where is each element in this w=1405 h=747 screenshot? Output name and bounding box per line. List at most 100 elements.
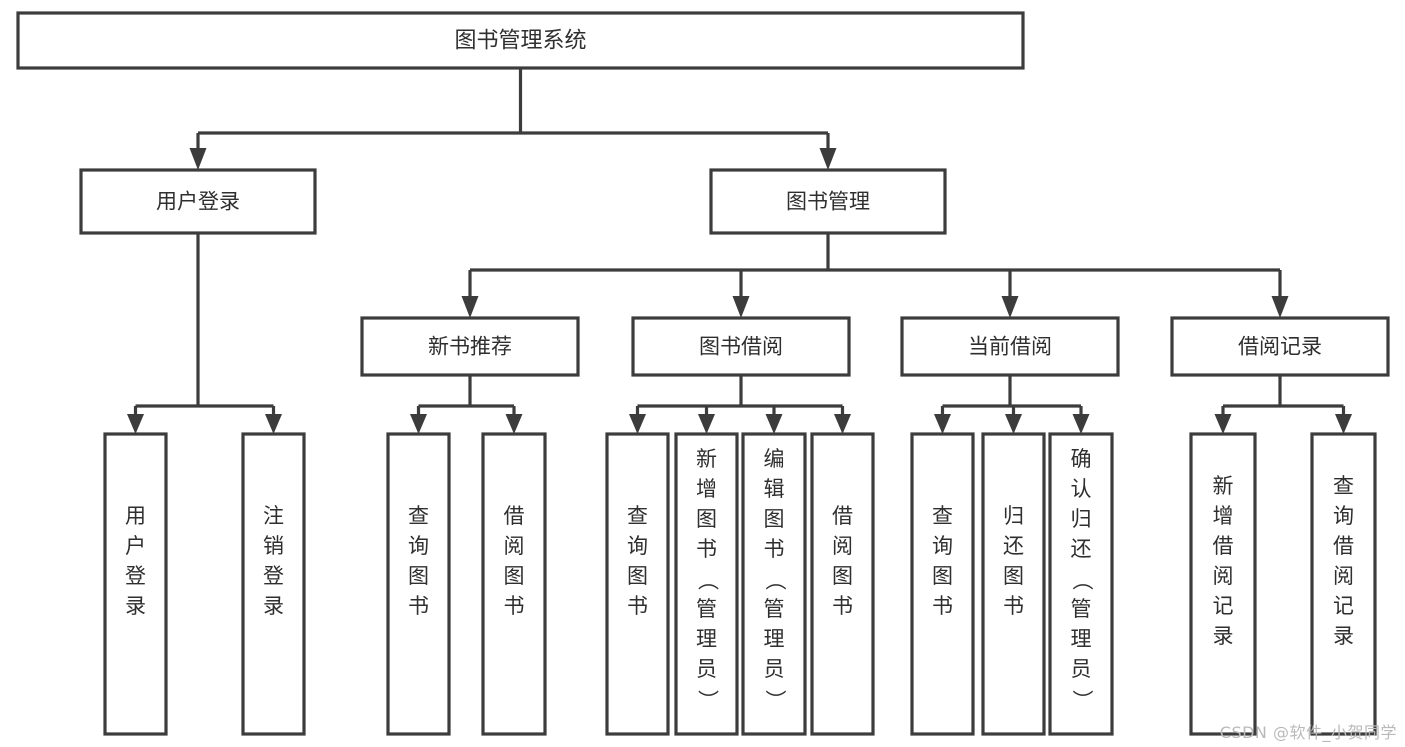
node-leaf-3-归还图书-char: 图 <box>1003 564 1024 588</box>
arrow-to-leaf-查询图书 <box>410 414 427 434</box>
node-level2-用户登录-label: 用户登录 <box>156 190 240 214</box>
node-leaf-1-借阅图书-char: 借 <box>504 504 525 528</box>
node-level3-当前借阅-rect[interactable] <box>900 316 1120 377</box>
arrow-to-leaf-确认归还管理员 <box>1072 414 1090 434</box>
node-leaf-4-新增借阅记录-rect[interactable] <box>1189 432 1257 736</box>
node-leaf-3-确认归还管理员-char: ） <box>1070 690 1094 711</box>
node-leaf-3-归还图书-char: 书 <box>1003 594 1024 618</box>
arrow-to-leaf-查询借阅记录 <box>1335 414 1352 434</box>
arrow-to-leaf-查询图书 <box>629 414 646 434</box>
node-leaf-3-确认归还管理员-char: 认 <box>1071 477 1092 501</box>
node-leaf-4-新增借阅记录-char: 增 <box>1213 504 1234 528</box>
node-leaf-3-确认归还管理员-char: 还 <box>1071 537 1092 561</box>
node-level2-用户登录-rect[interactable] <box>79 168 317 235</box>
node-leaf-4-新增借阅记录-char: 借 <box>1213 534 1234 558</box>
node-leaf-3-查询图书-rect[interactable] <box>910 432 975 736</box>
node-leaf-3-查询图书-char: 询 <box>932 534 953 558</box>
node-leaf-3-归还图书-char: 还 <box>1003 534 1024 558</box>
node-leaf-0-用户登录[interactable]: 用户登录 <box>103 432 168 736</box>
arrow-to-level3-借阅记录 <box>1271 296 1289 318</box>
node-leaf-0-用户登录-rect[interactable] <box>103 432 168 736</box>
node-root-图书管理系统-rect[interactable] <box>16 11 1025 70</box>
node-leaf-3-确认归还管理员-char: （ <box>1070 570 1094 591</box>
node-leaf-2-新增图书管理员-char: 员 <box>696 657 717 681</box>
node-leaf-2-查询图书-char: 查 <box>627 504 648 528</box>
node-leaf-2-借阅图书-char: 阅 <box>832 534 853 558</box>
node-leaf-1-借阅图书-char: 阅 <box>504 534 525 558</box>
node-leaf-3-归还图书-char: 归 <box>1003 504 1024 528</box>
node-root-图书管理系统[interactable]: 图书管理系统 <box>16 11 1025 70</box>
node-leaf-1-借阅图书-char: 图 <box>504 564 525 588</box>
node-leaf-0-注销登录-char: 注 <box>263 504 284 528</box>
node-leaf-3-确认归还管理员-rect[interactable] <box>1048 432 1114 736</box>
node-leaf-2-新增图书管理员-char: 管 <box>696 597 717 621</box>
node-leaf-3-归还图书-rect[interactable] <box>981 432 1046 736</box>
node-level3-当前借阅-label: 当前借阅 <box>968 335 1052 359</box>
node-level2-图书管理[interactable]: 图书管理 <box>709 168 947 235</box>
node-leaf-2-编辑图书管理员-char: 理 <box>764 627 785 651</box>
node-leaf-2-编辑图书管理员-char: ） <box>763 690 787 711</box>
node-leaf-2-查询图书-char: 图 <box>627 564 648 588</box>
node-leaf-4-新增借阅记录-char: 新 <box>1213 474 1234 498</box>
arrow-to-level2-图书管理 <box>819 148 837 170</box>
node-leaf-1-查询图书-rect[interactable] <box>386 432 451 736</box>
node-level2-用户登录[interactable]: 用户登录 <box>79 168 317 235</box>
node-leaf-3-确认归还管理员-char: 归 <box>1071 507 1092 531</box>
arrow-to-leaf-编辑图书管理员 <box>765 414 783 434</box>
node-leaf-2-编辑图书管理员-char: 员 <box>764 657 785 681</box>
node-level3-新书推荐-rect[interactable] <box>360 316 580 377</box>
node-leaf-2-编辑图书管理员-char: 书 <box>764 537 785 561</box>
node-level3-借阅记录[interactable]: 借阅记录 <box>1170 316 1390 377</box>
connectors-layer <box>127 68 1352 434</box>
node-leaf-3-确认归还管理员-char: 确 <box>1071 447 1092 471</box>
arrow-to-level3-图书借阅 <box>732 296 750 318</box>
node-leaf-4-新增借阅记录-char: 录 <box>1213 624 1234 648</box>
node-level2-图书管理-rect[interactable] <box>709 168 947 235</box>
node-leaf-0-注销登录-char: 登 <box>263 564 284 588</box>
node-leaf-2-借阅图书-rect[interactable] <box>810 432 875 736</box>
node-leaf-2-新增图书管理员-char: （ <box>696 570 720 591</box>
node-level3-图书借阅-rect[interactable] <box>631 316 851 377</box>
node-leaf-1-借阅图书-rect[interactable] <box>481 432 547 736</box>
node-leaf-0-注销登录-char: 录 <box>263 594 284 618</box>
node-level3-图书借阅-label: 图书借阅 <box>699 335 783 359</box>
node-leaf-2-借阅图书-char: 书 <box>832 594 853 618</box>
node-leaf-0-用户登录-char: 录 <box>125 594 146 618</box>
node-leaf-4-查询借阅记录-rect[interactable] <box>1310 432 1377 736</box>
node-leaf-1-查询图书-char: 询 <box>408 534 429 558</box>
node-leaf-3-确认归还管理员-char: 理 <box>1071 627 1092 651</box>
node-leaf-2-新增图书管理员-char: 图 <box>696 507 717 531</box>
node-leaf-0-注销登录-rect[interactable] <box>241 432 306 736</box>
arrow-to-level2-用户登录 <box>189 148 207 170</box>
node-level3-借阅记录-rect[interactable] <box>1170 316 1390 377</box>
node-level3-当前借阅[interactable]: 当前借阅 <box>900 316 1120 377</box>
node-leaf-2-新增图书管理员-char: 书 <box>696 537 717 561</box>
node-leaf-3-查询图书-char: 图 <box>932 564 953 588</box>
node-level3-图书借阅[interactable]: 图书借阅 <box>631 316 851 377</box>
node-leaf-1-查询图书-char: 查 <box>408 504 429 528</box>
node-level2-图书管理-label: 图书管理 <box>786 190 870 214</box>
node-leaf-2-编辑图书管理员-char: 管 <box>764 597 785 621</box>
node-leaf-2-编辑图书管理员-char: 编 <box>764 447 785 471</box>
node-root-图书管理系统-label: 图书管理系统 <box>454 29 586 54</box>
node-leaf-1-查询图书-char: 图 <box>408 564 429 588</box>
node-leaf-2-新增图书管理员-char: 理 <box>696 627 717 651</box>
node-level3-新书推荐[interactable]: 新书推荐 <box>360 316 580 377</box>
node-leaf-2-新增图书管理员-rect[interactable] <box>674 432 739 736</box>
node-leaf-2-编辑图书管理员-rect[interactable] <box>741 432 807 736</box>
node-leaf-4-查询借阅记录-char: 录 <box>1333 624 1354 648</box>
node-leaf-2-查询图书-rect[interactable] <box>605 432 670 736</box>
